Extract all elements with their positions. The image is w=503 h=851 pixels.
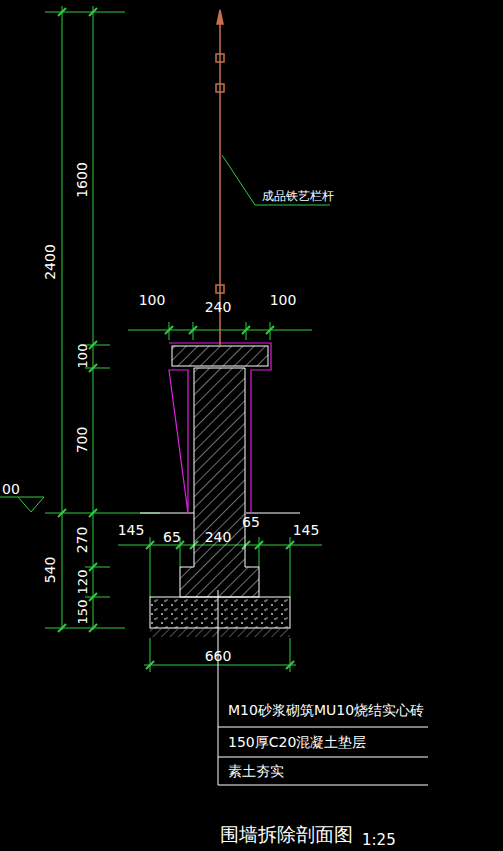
elevation-value: 00 [2, 482, 20, 496]
dimension: 1600 [75, 162, 89, 198]
dimension: 270 [75, 527, 89, 554]
note-text: 素土夯实 [228, 764, 284, 778]
part-label: 成品铁艺栏杆 [262, 190, 334, 202]
dimension: 120 [76, 570, 89, 595]
dimension: 145 [118, 523, 145, 537]
dimension: 240 [205, 530, 232, 544]
dimension: 700 [75, 427, 89, 454]
note-text: M10砂浆砌筑MU10烧结实心砖 [228, 703, 424, 717]
dimension: 240 [205, 300, 232, 314]
dimension: 540 [43, 557, 57, 584]
dimension: 145 [293, 523, 320, 537]
dimension: 65 [163, 530, 181, 544]
note-text: 150厚C20混凝土垫层 [228, 735, 366, 749]
dimension: 100 [270, 293, 297, 307]
dimension: 2400 [43, 244, 57, 280]
dimension: 660 [205, 649, 232, 663]
scale-label: 1:25 [362, 833, 396, 848]
dimension: 100 [76, 344, 89, 369]
dimension: 100 [139, 293, 166, 307]
dimension: 65 [242, 515, 260, 529]
drawing-title: 围墙拆除剖面图 [220, 825, 353, 844]
dimension: 150 [76, 600, 89, 625]
